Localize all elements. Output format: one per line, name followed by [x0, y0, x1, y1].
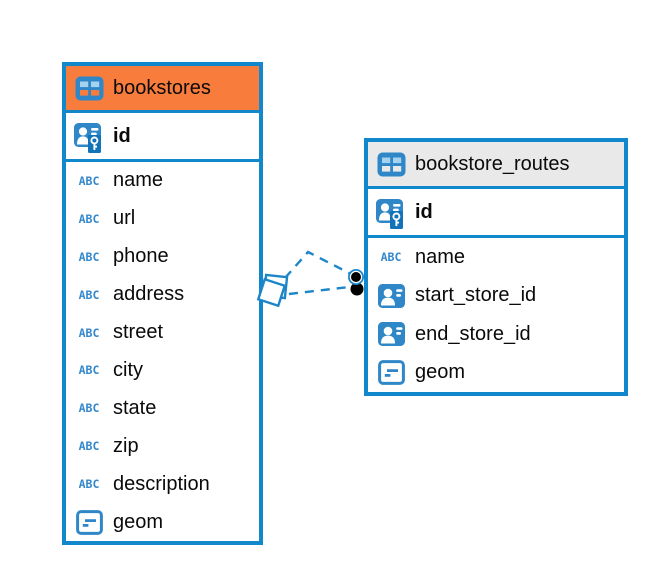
- column-name: id: [415, 200, 433, 223]
- text-type-icon: ABC: [78, 439, 100, 454]
- table-icon: [376, 152, 406, 177]
- column-name: phone: [113, 245, 169, 268]
- column-name: id: [113, 124, 131, 147]
- foreign-key-icon: [373, 322, 409, 347]
- column-row-city[interactable]: ABC city: [66, 352, 259, 390]
- column-row-description[interactable]: ABC description: [66, 465, 259, 503]
- column-name: street: [113, 321, 164, 344]
- column-row-url[interactable]: ABC url: [66, 200, 259, 238]
- column-row-phone[interactable]: ABC phone: [66, 238, 259, 276]
- relationship-line-2[interactable]: [288, 285, 350, 296]
- geometry-type-icon: [373, 360, 409, 386]
- column-name: state: [113, 396, 157, 419]
- relationship-target-dot-ring: [348, 269, 364, 285]
- column-row-zip[interactable]: ABC zip: [66, 427, 259, 465]
- column-name: name: [415, 245, 466, 268]
- table-header[interactable]: bookstore_routes: [368, 142, 624, 189]
- column-row-end_store_id[interactable]: end_store_id: [368, 315, 624, 354]
- primary-key-icon: [373, 194, 409, 230]
- column-row-name[interactable]: ABC name: [368, 238, 624, 277]
- table-header[interactable]: bookstores: [66, 66, 259, 113]
- relationship-target-dot-2[interactable]: [350, 282, 364, 296]
- column-row-name[interactable]: ABC name: [66, 162, 259, 200]
- table-title: bookstore_routes: [415, 152, 570, 175]
- text-type-icon: ABC: [78, 287, 100, 302]
- column-row-id[interactable]: id: [66, 113, 259, 162]
- column-row-start_store_id[interactable]: start_store_id: [368, 277, 624, 316]
- text-type-icon: ABC: [78, 249, 100, 264]
- relationship-group[interactable]: [256, 250, 364, 308]
- text-type-icon: ABC: [78, 173, 100, 188]
- column-name: zip: [113, 434, 139, 457]
- geometry-type-icon: [71, 509, 107, 535]
- relationship-line-1[interactable]: [284, 250, 352, 279]
- column-name: city: [113, 358, 143, 381]
- column-name: url: [113, 207, 136, 230]
- column-name: description: [113, 472, 210, 495]
- text-type-icon: ABC: [78, 325, 100, 340]
- column-row-address[interactable]: ABC address: [66, 276, 259, 314]
- primary-key-icon: [71, 118, 107, 154]
- foreign-key-icon: [373, 283, 409, 308]
- column-name: start_store_id: [415, 284, 537, 307]
- column-name: name: [113, 169, 164, 192]
- column-name: geom: [415, 361, 466, 384]
- column-row-geom[interactable]: geom: [368, 354, 624, 393]
- column-row-geom[interactable]: geom: [66, 503, 259, 541]
- column-name: geom: [113, 510, 164, 533]
- column-name: address: [113, 283, 185, 306]
- table-icon: [74, 76, 104, 101]
- column-name: end_store_id: [415, 322, 531, 345]
- table-title: bookstores: [113, 76, 211, 99]
- relationship-target-dot-1[interactable]: [349, 270, 363, 284]
- column-row-state[interactable]: ABC state: [66, 389, 259, 427]
- text-type-icon: ABC: [78, 363, 100, 378]
- text-type-icon: ABC: [78, 211, 100, 226]
- text-type-icon: ABC: [78, 401, 100, 416]
- relationship-source-diamond-1[interactable]: [262, 273, 289, 300]
- column-row-id[interactable]: id: [368, 189, 624, 238]
- column-row-street[interactable]: ABC street: [66, 314, 259, 352]
- text-type-icon: ABC: [78, 477, 100, 492]
- text-type-icon: ABC: [380, 250, 402, 265]
